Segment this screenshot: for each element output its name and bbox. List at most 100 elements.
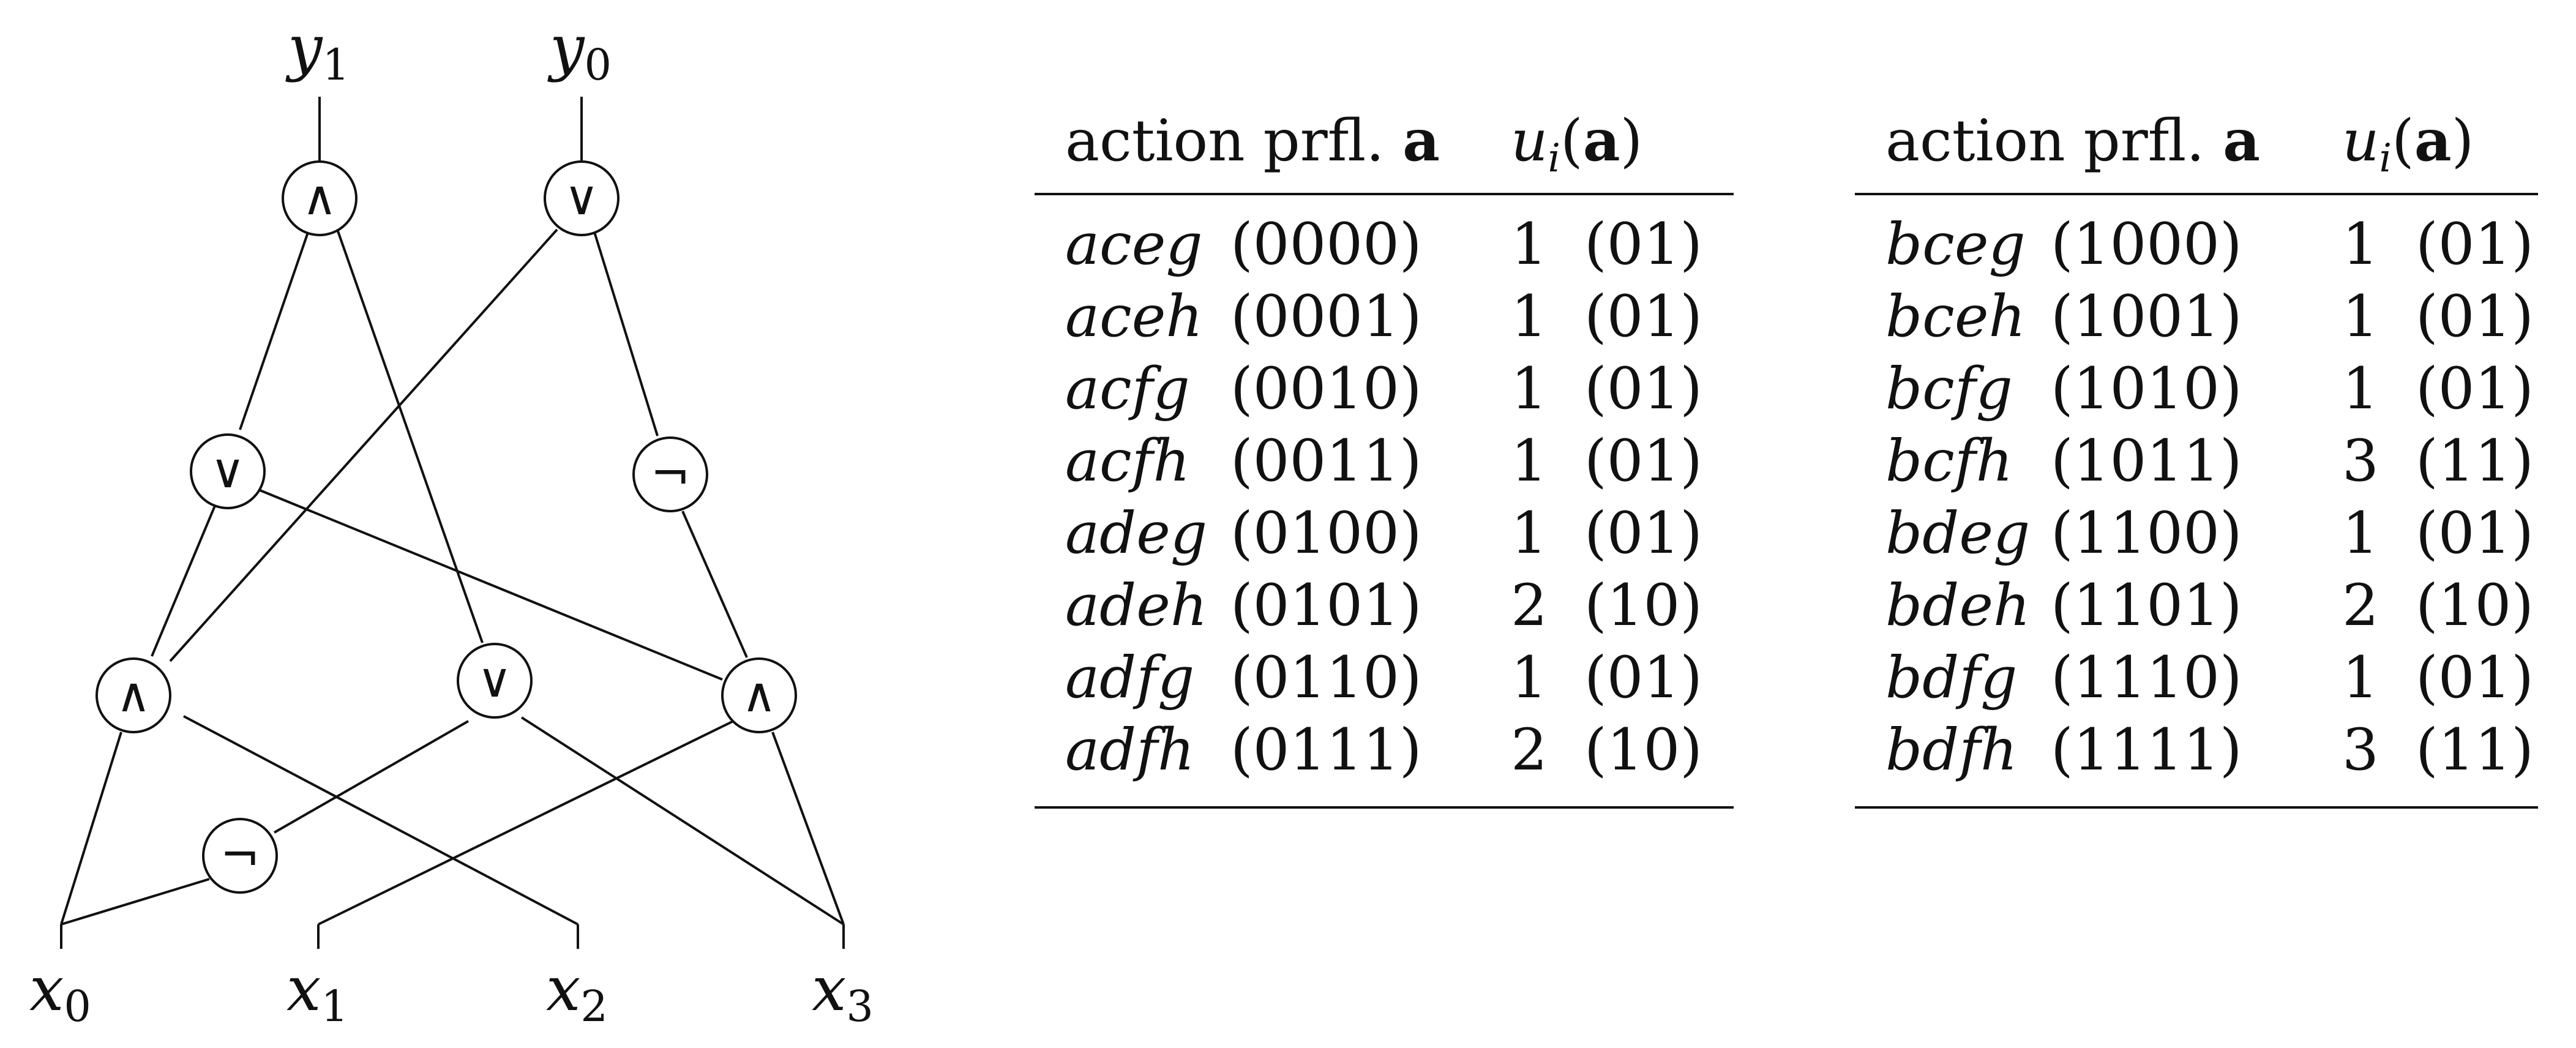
cell-utility: 1 bbox=[2342, 645, 2379, 711]
column-header-action: action prfl. a bbox=[1065, 107, 1440, 174]
gate-symbol: ∧ bbox=[302, 171, 337, 226]
cell-utility-bits: (01) bbox=[1584, 283, 1702, 350]
cell-action-bits: (0001) bbox=[1230, 283, 1422, 350]
cell-utility-bits: (10) bbox=[1584, 717, 1702, 784]
wire-and-left-to-x0 bbox=[60, 732, 122, 925]
cell-utility: 1 bbox=[1511, 211, 1548, 278]
wire-not-bottom-to-x0 bbox=[61, 878, 210, 926]
cell-utility-bits: (11) bbox=[2416, 428, 2534, 495]
output-labels: y1 y0 bbox=[285, 12, 612, 90]
and-gate-top: ∧ bbox=[282, 160, 358, 236]
cell-action-bits: (0100) bbox=[1230, 500, 1422, 567]
wire-or-mid-to-and-right bbox=[256, 488, 723, 681]
or-gate-lower-center: ∨ bbox=[457, 643, 533, 719]
cell-utility-bits: (01) bbox=[1584, 645, 1702, 711]
wire-or-center-to-x3 bbox=[520, 716, 845, 926]
cell-action-profile: acfg bbox=[1065, 356, 1190, 422]
cell-utility: 1 bbox=[1511, 356, 1548, 422]
wire-or-mid-to-and-left bbox=[151, 504, 217, 657]
output-label-y1: y1 bbox=[285, 12, 350, 90]
cell-utility: 2 bbox=[1511, 717, 1548, 784]
gate-symbol: ∨ bbox=[564, 171, 599, 226]
gate-symbol: ∧ bbox=[116, 668, 151, 723]
not-gate-middle-right: ¬ bbox=[632, 436, 708, 512]
cell-action-bits: (0000) bbox=[1230, 211, 1422, 278]
cell-action-bits: (0111) bbox=[1230, 717, 1422, 784]
wire-and-top-to-or-mid bbox=[239, 228, 310, 430]
cell-utility: 1 bbox=[1511, 500, 1548, 567]
table-row: adeh (0101) 2 (10) bbox=[1035, 572, 1734, 645]
wire-and-top-to-or-center bbox=[335, 227, 484, 643]
cell-action-bits: (1110) bbox=[2051, 645, 2242, 711]
wire-not-mid-to-and-right bbox=[681, 511, 748, 658]
cell-utility-bits: (01) bbox=[2416, 645, 2534, 711]
wire-and-right-to-x1 bbox=[318, 719, 736, 926]
cell-action-profile: bcfg bbox=[1885, 356, 2013, 422]
table-row: adeg(0100)1(01) bbox=[1035, 500, 1734, 572]
wire-or-top-to-and-left bbox=[169, 228, 558, 662]
input-label-x2: x2 bbox=[546, 953, 608, 1031]
circuit-wires bbox=[60, 97, 845, 949]
cell-utility-bits: (01) bbox=[2416, 356, 2534, 422]
cell-utility: 1 bbox=[2342, 211, 2379, 278]
output-label-y0: y0 bbox=[547, 12, 612, 90]
wire-or-top-to-not-mid bbox=[593, 230, 659, 436]
cell-action-bits: (1010) bbox=[2051, 356, 2242, 422]
gate-symbol: ∧ bbox=[741, 668, 776, 723]
input-label-x0: x0 bbox=[29, 953, 91, 1031]
table-row: bdfg(1110)1(01) bbox=[1855, 645, 2538, 717]
cell-utility-bits: (01) bbox=[1584, 356, 1702, 422]
or-gate-middle-left: ∨ bbox=[190, 433, 266, 509]
cell-utility-bits: (01) bbox=[2416, 283, 2534, 350]
input-label-x3: x3 bbox=[812, 953, 874, 1031]
utility-table-left: action prfl. a ui(a) aceg(0000)1(01)aceh… bbox=[1035, 107, 1734, 817]
cell-action-bits: (1101) bbox=[2051, 572, 2242, 639]
cell-utility-bits: (10) bbox=[2416, 572, 2534, 639]
cell-utility: 1 bbox=[2342, 283, 2379, 350]
table-row: bceh(1001)1(01) bbox=[1855, 283, 2538, 356]
table-row: aceg (0000) 1 (01) bbox=[1035, 211, 1734, 283]
table-row: acfg(0010)1(01) bbox=[1035, 356, 1734, 428]
cell-action-profile: aceg bbox=[1065, 211, 1203, 278]
cell-action-profile: bceh bbox=[1885, 283, 2026, 350]
or-gate-top: ∨ bbox=[544, 160, 620, 236]
cell-utility: 3 bbox=[2342, 717, 2379, 784]
cell-utility-bits: (01) bbox=[2416, 211, 2534, 278]
cell-action-profile: adeh bbox=[1065, 572, 1208, 639]
cell-action-bits: (0011) bbox=[1230, 428, 1422, 495]
cell-action-bits: (0110) bbox=[1230, 645, 1422, 711]
gate-symbol: ¬ bbox=[650, 447, 690, 502]
input-labels: x0 x1 x2 x3 bbox=[29, 953, 874, 1031]
table-row: bceg(1000)1(01) bbox=[1855, 211, 2538, 283]
cell-utility-bits: (01) bbox=[1584, 500, 1702, 567]
cell-action-profile: adfh bbox=[1065, 717, 1195, 784]
wire-and-left-to-x2 bbox=[183, 715, 578, 926]
cell-utility: 1 bbox=[1511, 428, 1548, 495]
cell-utility: 3 bbox=[2342, 428, 2379, 495]
and-gate-lower-right: ∧ bbox=[721, 657, 797, 733]
wire-or-center-to-not-bottom bbox=[274, 720, 469, 834]
table-row: adfh (0111) 2 (10) bbox=[1035, 717, 1734, 789]
cell-action-bits: (1100) bbox=[2051, 500, 2242, 567]
cell-action-profile: adfg bbox=[1065, 645, 1195, 711]
cell-action-profile: bdeh bbox=[1885, 572, 2031, 639]
column-header-action: action prfl. a bbox=[1885, 107, 2261, 174]
cell-action-bits: (0101) bbox=[1230, 572, 1422, 639]
table-row: bdeh(1101)2(10) bbox=[1855, 572, 2538, 645]
not-gate-bottom: ¬ bbox=[202, 818, 278, 894]
table-row: bcfg(1010)1(01) bbox=[1855, 356, 2538, 428]
cell-action-bits: (1000) bbox=[2051, 211, 2242, 278]
table-row: bcfh(1011)3(11) bbox=[1855, 428, 2538, 500]
table-row: aceh(0001)1(01) bbox=[1035, 283, 1734, 356]
wire-and-right-to-x3 bbox=[771, 732, 845, 925]
gate-symbol: ¬ bbox=[220, 828, 260, 883]
cell-action-profile: bcfh bbox=[1885, 428, 2013, 495]
cell-utility-bits: (01) bbox=[1584, 428, 1702, 495]
cell-utility-bits: (11) bbox=[2416, 717, 2534, 784]
top-rule bbox=[1855, 193, 2538, 195]
cell-utility: 2 bbox=[1511, 572, 1548, 639]
cell-utility-bits: (10) bbox=[1584, 572, 1702, 639]
cell-utility-bits: (01) bbox=[2416, 500, 2534, 567]
cell-utility-bits: (01) bbox=[1584, 211, 1702, 278]
column-header-utility: ui(a) bbox=[1511, 107, 1643, 181]
